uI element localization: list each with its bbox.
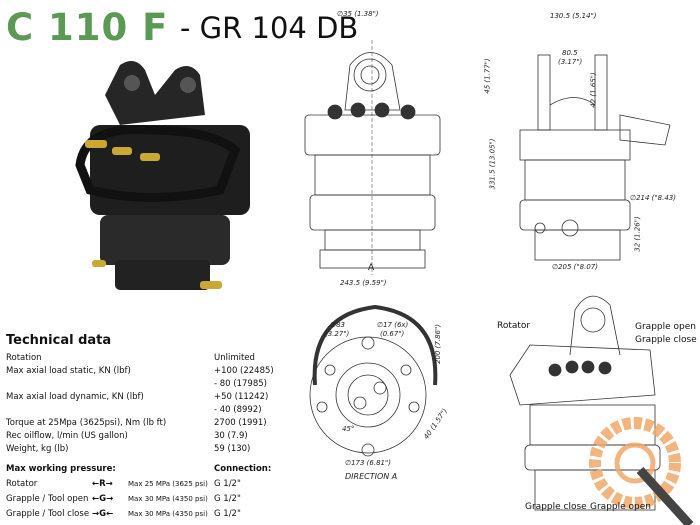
grapple-open-symbol-icon: ←G→: [92, 494, 114, 504]
tech-value: - 40 (8992): [214, 405, 262, 415]
dim-value: 42: [589, 98, 598, 108]
pressure-value: Max 30 MPa (4350 psi): [128, 510, 208, 518]
dim-value: (1.65"): [589, 72, 598, 97]
tech-label: Torque at 25Mpa (3625psi), Nm (lb ft): [6, 418, 167, 428]
tech-label: Rec oilflow, l/min (US gallon): [6, 431, 128, 441]
connection-heading: Connection:: [214, 464, 272, 474]
front-view-drawing: [304, 40, 441, 275]
tech-value: Unlimited: [214, 353, 255, 363]
dir-a-caption: DIRECTION A: [345, 472, 398, 481]
dim-value: (1.38"): [354, 10, 379, 18]
tech-value: +100 (22485): [214, 366, 274, 376]
side-width-dim: 130.5 (5.14"): [550, 12, 597, 20]
tech-value: 30 (7.9): [214, 431, 248, 441]
tech-label: Max axial load static, KN (lbf): [6, 366, 131, 376]
dir-a-holes-dim-in: (0.67"): [380, 330, 405, 338]
pressure-value: Max 25 MPa (3625 psi): [128, 480, 208, 488]
dir-a-bore-dim-in: (3.27"): [325, 330, 350, 338]
pressure-label: Grapple / Tool open: [6, 494, 89, 504]
label-grapple-close-top: Grapple close: [635, 335, 697, 345]
dim-value: (1.26"): [633, 216, 642, 241]
label-grapple-open-bottom: Grapple open: [590, 502, 651, 512]
orange-gear-logo-icon: [589, 417, 681, 509]
connection-value: G 1/2": [214, 509, 241, 519]
pressure-label: Grapple / Tool close: [6, 509, 90, 519]
side-height-dim: 331.5 (13.05"): [488, 138, 497, 190]
tech-label: Max axial load dynamic, KN (lbf): [6, 392, 144, 402]
dim-value: 45: [483, 84, 492, 94]
dim-value: (1.77"): [483, 58, 492, 83]
side-view-drawing: [519, 54, 671, 261]
model-title: C 110 F: [6, 6, 169, 49]
pressure-label: Rotator: [6, 479, 38, 489]
label-rotator: Rotator: [497, 321, 531, 331]
technical-heading: Technical data: [6, 333, 112, 348]
side-top-dim: 45 (1.77"): [484, 58, 492, 93]
dim-value: ∅35: [337, 10, 353, 18]
front-pin-dia: ∅35 (1.38"): [337, 10, 379, 18]
tech-value: - 80 (17985): [214, 379, 267, 389]
tech-value: +50 (11242): [214, 392, 269, 402]
label-grapple-close-bottom: Grapple close: [525, 502, 587, 512]
tech-value: 2700 (1991): [214, 418, 267, 428]
side-base-dim: 32 (1.26"): [634, 216, 642, 251]
view-marker-a: A: [368, 263, 375, 273]
tech-label: Weight, kg (lb): [6, 444, 69, 454]
pressure-heading: Max working pressure:: [6, 464, 116, 474]
side-inner-dim-in: (3.17"): [558, 58, 583, 66]
side-flange-dim: ∅214 ("8.43): [630, 194, 676, 202]
label-grapple-open-top: Grapple open: [635, 322, 696, 332]
tech-value: 59 (130): [214, 444, 251, 454]
dir-a-holes-dim: ∅17 (6x): [377, 321, 409, 329]
connection-value: G 1/2": [214, 479, 241, 489]
grapple-close-symbol-icon: →G←: [92, 509, 114, 519]
side-inner-dim-mm: 80.5: [562, 49, 578, 57]
dir-a-angle: 45°: [342, 425, 355, 433]
direction-a-drawing: [309, 304, 438, 457]
iso-view-drawing: [509, 295, 694, 525]
dir-a-width-dim: 243.5 (9.59"): [340, 279, 387, 287]
rotator-symbol-icon: ←R→: [92, 479, 113, 489]
dir-a-height-dim: 200 (7.86"): [433, 324, 442, 364]
side-pin-dim: 42 (1.65"): [590, 72, 598, 107]
dir-a-bore-dim-mm: ∅83: [330, 321, 346, 329]
connection-value: G 1/2": [214, 494, 241, 504]
tech-label: Rotation: [6, 353, 42, 363]
product-photo: [75, 61, 250, 290]
dir-a-pcd-dim: ∅173 (6.81"): [345, 459, 391, 467]
pressure-value: Max 30 MPa (4350 psi): [128, 495, 208, 503]
model-subtitle: - GR 104 DB: [180, 11, 359, 45]
side-bottom-dim: ∅205 ("8.07): [552, 263, 598, 271]
dim-value: 32: [633, 242, 642, 252]
